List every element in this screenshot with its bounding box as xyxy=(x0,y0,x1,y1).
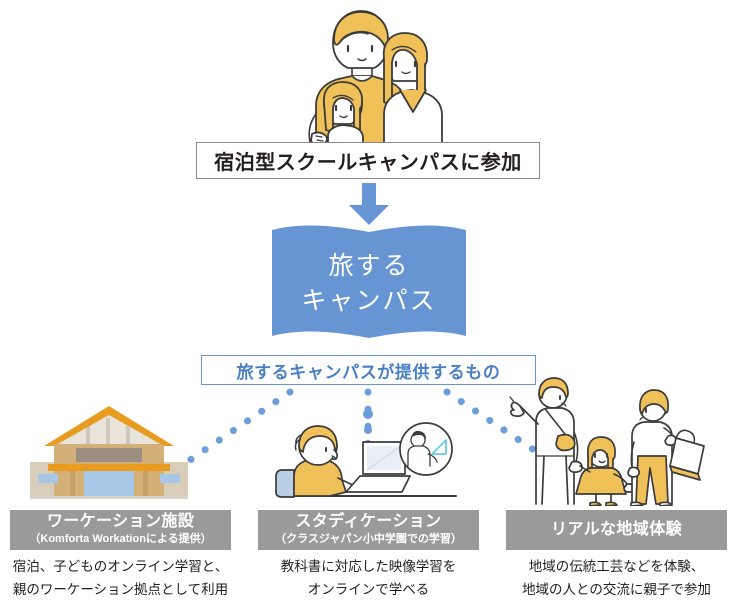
top-stage-box: 宿泊型スクールキャンパスに参加 xyxy=(196,142,540,179)
column-studycation: スタディケーション （クラスジャパン小中学園での学習） 教科書に対応した映像学習… xyxy=(250,404,487,609)
column-workation-desc-line2: 親のワーケーション拠点として利用 xyxy=(12,581,229,597)
column-local-experience-desc-line2: 地域の人との交流に親子で参加 xyxy=(522,581,711,597)
offerings-heading-box: 旅するキャンパスが提供するもの xyxy=(201,355,536,385)
column-workation: ワーケーション施設 （Komforta Workationによる提供） 宿泊、子… xyxy=(2,404,239,609)
family-illustration xyxy=(296,2,448,149)
column-workation-description: 宿泊、子どものオンライン学習と、 親のワーケーション拠点として利用 xyxy=(2,556,239,602)
column-local-experience-label: リアルな地域体験 xyxy=(506,510,727,550)
column-workation-desc-line1: 宿泊、子どものオンライン学習と、 xyxy=(12,559,229,574)
column-studycation-title: スタディケーション xyxy=(295,513,442,531)
column-local-experience-description: 地域の伝統工芸などを体験、 地域の人との交流に親子で参加 xyxy=(498,556,735,602)
center-banner: 旅する キャンパス xyxy=(272,224,466,344)
lodge-building-illustration xyxy=(2,404,239,506)
column-local-experience: リアルな地域体験 地域の伝統工芸などを体験、 地域の人との交流に親子で参加 xyxy=(498,377,735,609)
column-local-experience-title: リアルな地域体験 xyxy=(550,520,683,538)
offerings-heading-label: 旅するキャンパスが提供するもの xyxy=(236,362,501,382)
arrow-down-icon xyxy=(345,183,393,227)
column-studycation-desc-line1: 教科書に対応した映像学習を xyxy=(280,559,457,574)
child-laptop-online-class-illustration xyxy=(250,404,487,506)
column-studycation-desc-line2: オンラインで学べる xyxy=(307,581,430,597)
column-workation-label: ワーケーション施設 （Komforta Workationによる提供） xyxy=(10,510,231,550)
family-walking-illustration xyxy=(498,376,735,507)
column-studycation-description: 教科書に対応した映像学習を オンラインで学べる xyxy=(250,556,487,602)
column-studycation-subtitle: （クラスジャパン小中学園での学習） xyxy=(275,532,462,545)
top-stage-label: 宿泊型スクールキャンパスに参加 xyxy=(214,152,522,174)
column-workation-subtitle: （Komforta Workationによる提供） xyxy=(29,532,212,545)
column-workation-title: ワーケーション施設 xyxy=(46,513,195,531)
column-local-experience-desc-line1: 地域の伝統工芸などを体験、 xyxy=(528,559,705,574)
column-studycation-label: スタディケーション （クラスジャパン小中学園での学習） xyxy=(258,510,479,550)
